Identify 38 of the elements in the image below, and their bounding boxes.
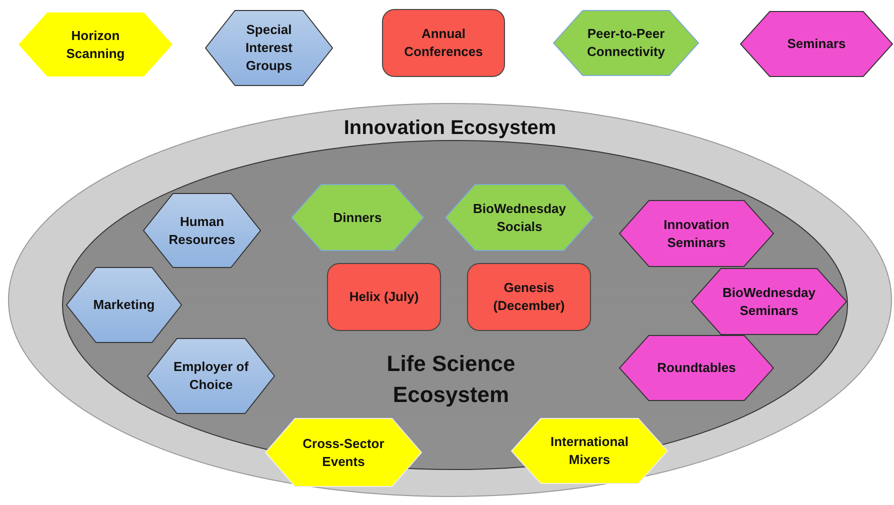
hexagon-shape	[445, 184, 594, 251]
rounded-box	[382, 9, 505, 77]
hexagon-shape	[691, 268, 847, 335]
ellipse-region	[62, 140, 848, 470]
rounded-box	[327, 263, 441, 331]
node-label: BioWednesday Socials	[472, 200, 567, 236]
hexagon-shape	[205, 10, 333, 86]
node-label: Employer of Choice	[172, 358, 250, 394]
region-title: Innovation Ecosystem	[342, 116, 558, 141]
hexagon-shape	[18, 12, 173, 77]
node-label: Cross-Sector Events	[302, 434, 386, 470]
rounded-box	[467, 263, 591, 331]
node-label: Human Resources	[168, 212, 236, 248]
hexagon-shape	[619, 200, 774, 267]
hexagon-shape	[265, 418, 422, 487]
hexagon-shape	[553, 10, 699, 76]
region-title: Life Science Ecosystem	[386, 350, 516, 409]
node-label: Annual Conferences	[403, 25, 484, 61]
node-label: Special Interest Groups	[244, 21, 294, 75]
node-label: Genesis (December)	[492, 279, 566, 315]
hexagon-shape	[147, 338, 275, 414]
ellipse-region	[8, 103, 892, 497]
node-label: Roundtables	[656, 359, 737, 377]
node-label: Peer-to-Peer Connectivity	[586, 25, 666, 61]
hexagon-shape	[291, 184, 424, 251]
node-label: Dinners	[332, 208, 383, 226]
node-label: Seminars	[786, 35, 847, 53]
node-label: BioWednesday Seminars	[722, 284, 816, 320]
hexagon-shape	[143, 193, 261, 268]
hexagon-shape	[740, 11, 893, 77]
node-label: Horizon Scanning	[65, 26, 126, 62]
hexagon-shape	[66, 267, 182, 343]
node-label: Helix (July)	[348, 288, 420, 306]
hexagon-shape	[619, 335, 774, 401]
node-label: Marketing	[92, 296, 156, 314]
node-label: Innovation Seminars	[662, 216, 730, 252]
node-label: International Mixers	[549, 433, 630, 469]
hexagon-shape	[511, 418, 668, 484]
